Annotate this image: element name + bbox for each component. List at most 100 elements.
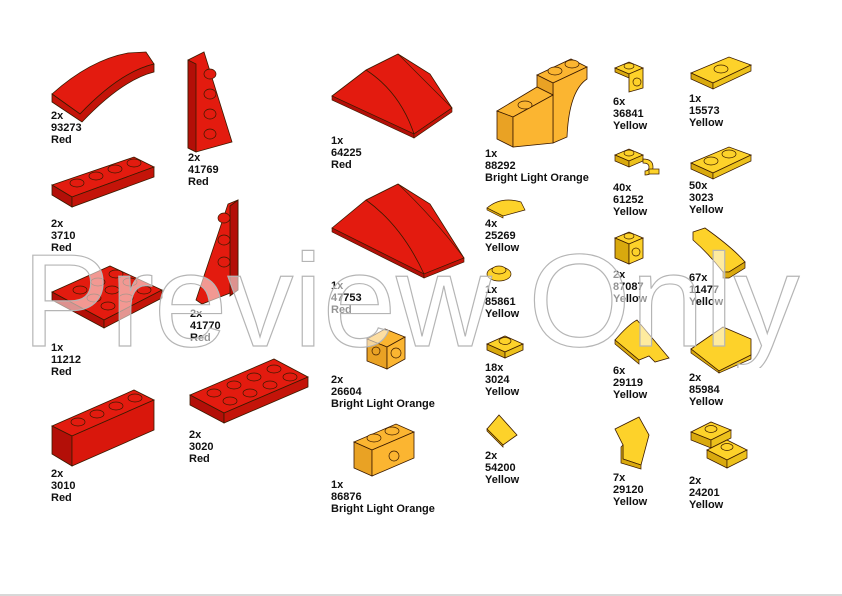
part-color: Yellow	[485, 474, 520, 486]
part-color: Red	[188, 176, 209, 188]
part-qty: 50x	[689, 180, 708, 192]
part-color: Yellow	[613, 120, 648, 132]
part-id: 61252	[613, 194, 644, 206]
part-qty: 1x	[485, 148, 498, 160]
part-color: Bright Light Orange	[331, 398, 435, 410]
slope-1x2-icon	[690, 326, 752, 374]
plate-3x3-icon	[51, 265, 163, 329]
part-qty: 2x	[613, 269, 626, 281]
plate-1x2-icon	[690, 146, 753, 180]
part-color: Bright Light Orange	[331, 503, 435, 515]
part-id: 11212	[51, 354, 81, 366]
part-color: Bright Light Orange	[485, 172, 589, 184]
part-color: Red	[51, 242, 72, 254]
part-id: 25269	[485, 230, 516, 242]
brick-1x1-stud-side-icon	[613, 231, 645, 265]
brick-1x4-icon	[51, 389, 155, 467]
part-id: 3024	[485, 374, 510, 386]
part-id: 47753	[331, 292, 362, 304]
part-color: Red	[189, 453, 210, 465]
part-qty: 2x	[331, 374, 344, 386]
part-id: 87087	[613, 281, 644, 293]
part-id: 3710	[51, 230, 76, 242]
part-qty: 2x	[689, 475, 702, 487]
part-qty: 2x	[190, 308, 203, 320]
plate-1x1-clip-icon	[613, 148, 660, 176]
part-color: Yellow	[485, 386, 520, 398]
plate-1x4-icon	[51, 156, 156, 208]
part-color: Red	[190, 332, 211, 344]
part-id: 26604	[331, 386, 362, 398]
curved-slope-1x2-icon	[692, 227, 746, 279]
part-id: 29119	[613, 377, 643, 389]
part-qty: 6x	[613, 365, 626, 377]
part-color: Yellow	[689, 117, 724, 129]
part-color: Yellow	[613, 496, 648, 508]
curved-wedge-slope-icon	[331, 53, 453, 139]
part-qty: 1x	[331, 479, 344, 491]
part-color: Red	[51, 492, 72, 504]
offset-bracket-plate-icon	[690, 421, 748, 469]
part-id: 15573	[689, 105, 720, 117]
part-id: 24201	[689, 487, 720, 499]
plate-2x4-icon	[189, 358, 309, 424]
part-id: 85984	[689, 384, 720, 396]
slope-curved-yellow-icon	[614, 416, 650, 470]
part-color: Yellow	[613, 389, 648, 401]
part-id: 3020	[189, 441, 214, 453]
part-qty: 2x	[188, 152, 201, 164]
part-id: 64225	[331, 147, 362, 159]
part-id: 41769	[188, 164, 219, 176]
part-qty: 6x	[613, 96, 626, 108]
part-qty: 1x	[331, 280, 344, 292]
part-id: 85861	[485, 296, 516, 308]
part-qty: 2x	[189, 429, 202, 441]
part-id: 3010	[51, 480, 76, 492]
part-id: 88292	[485, 160, 516, 172]
wedge-plate-right-icon	[187, 51, 233, 153]
part-qty: 18x	[485, 362, 504, 374]
part-qty: 67x	[689, 272, 708, 284]
part-qty: 1x	[689, 93, 702, 105]
bracket-1x1-icon	[613, 61, 645, 93]
part-color: Yellow	[689, 296, 724, 308]
arch-brick-icon	[496, 58, 588, 148]
part-color: Yellow	[689, 499, 724, 511]
page-bottom-divider	[0, 594, 842, 596]
part-id: 36841	[613, 108, 644, 120]
quarter-round-tile-icon	[486, 199, 526, 219]
part-color: Yellow	[485, 242, 520, 254]
brick-1x2-stud-side-icon	[353, 423, 415, 477]
curved-wedge-slope-4x4-icon	[331, 183, 465, 279]
part-qty: 2x	[51, 218, 64, 230]
part-qty: 2x	[51, 110, 64, 122]
part-id: 29120	[613, 484, 644, 496]
part-color: Yellow	[485, 308, 520, 320]
round-plate-1x1-icon	[486, 265, 512, 282]
plate-1x1-icon	[486, 335, 524, 359]
part-color: Red	[331, 159, 352, 171]
part-qty: 2x	[485, 450, 498, 462]
curved-slope-brick-icon	[51, 51, 155, 123]
part-id: 54200	[485, 462, 516, 474]
part-id: 11477	[689, 284, 719, 296]
part-id: 93273	[51, 122, 82, 134]
cheese-slope-1x1-icon	[486, 414, 518, 448]
part-color: Yellow	[613, 206, 648, 218]
part-color: Red	[51, 366, 72, 378]
brick-1x1-studs-two-sides-icon	[366, 328, 406, 370]
part-qty: 2x	[51, 468, 64, 480]
part-color: Yellow	[613, 293, 648, 305]
part-id: 41770	[190, 320, 221, 332]
part-qty: 1x	[51, 342, 64, 354]
part-color: Red	[51, 134, 72, 146]
jumper-plate-1x2-icon	[690, 56, 753, 90]
part-color: Yellow	[689, 396, 724, 408]
part-color: Yellow	[689, 204, 724, 216]
part-id: 86876	[331, 491, 362, 503]
part-qty: 1x	[485, 284, 498, 296]
part-qty: 7x	[613, 472, 626, 484]
part-qty: 2x	[689, 372, 702, 384]
part-qty: 40x	[613, 182, 632, 194]
